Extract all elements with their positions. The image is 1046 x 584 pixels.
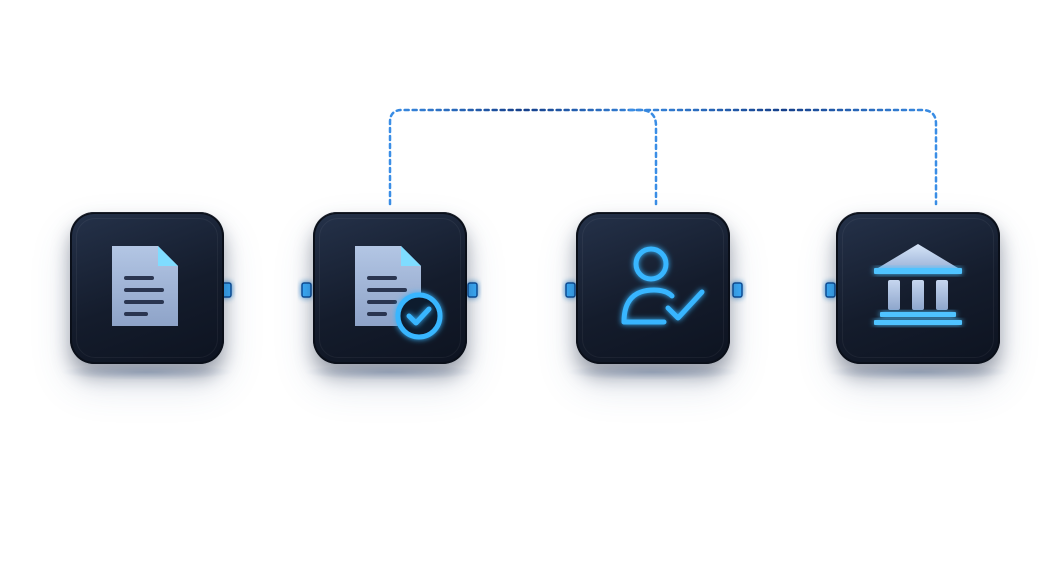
document-icon	[70, 212, 224, 364]
document-node[interactable]	[70, 212, 224, 364]
node-shadow	[566, 364, 740, 380]
solid-link-1	[221, 282, 312, 298]
document-check-icon	[313, 212, 467, 364]
verified-user-node[interactable]	[576, 212, 730, 364]
bank-building-icon	[836, 212, 1000, 364]
institution-node[interactable]	[836, 212, 1000, 364]
user-check-icon	[576, 212, 730, 364]
verified-document-node[interactable]	[313, 212, 467, 364]
node-shadow	[303, 364, 477, 380]
node-shadow	[826, 364, 1010, 380]
solid-link-2	[467, 282, 576, 298]
dashed-link-doc-to-bank	[628, 108, 938, 206]
node-shadow	[60, 364, 234, 380]
solid-link-3	[732, 282, 836, 298]
dashed-link-doc-to-user	[388, 108, 658, 206]
